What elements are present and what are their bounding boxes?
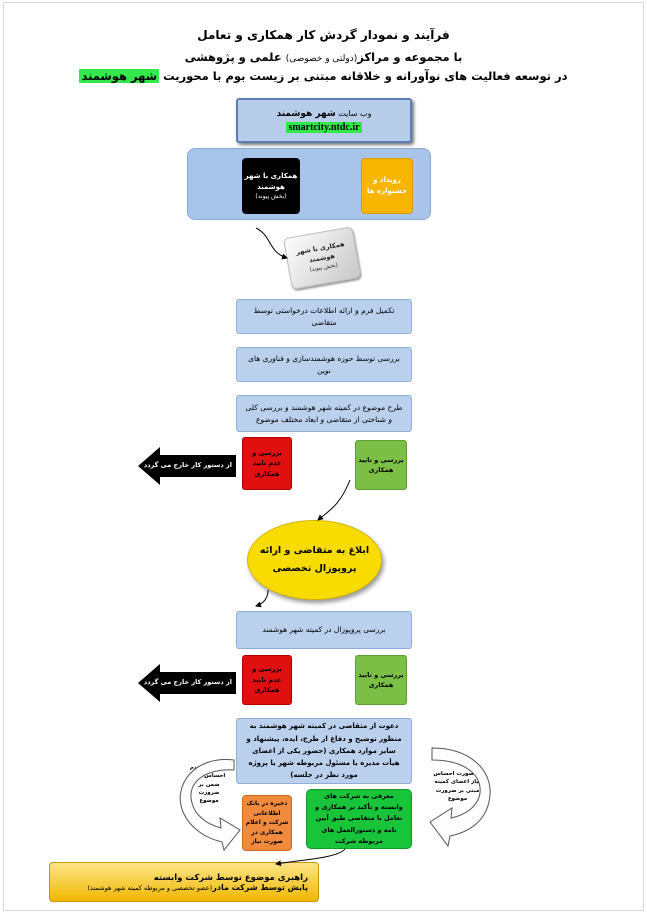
exit-arrow-2 xyxy=(138,664,236,702)
connector-to-card xyxy=(255,227,288,260)
side-right-text: در صورت احساس نیاز اعضای کمیته مبنی بر ض… xyxy=(433,771,482,802)
step-fill-form-text: تکمیل فرم و ارائه اطلاعات درخواستی توسط … xyxy=(253,305,395,327)
events-label: رویداد و جشنواره ها xyxy=(367,175,407,195)
reject-box-1: بررسی و عدم تایید همکاری xyxy=(242,437,292,490)
exit-label-2: از دستور کار خارج می گردد xyxy=(143,678,232,686)
step-invite: دعوت از متقاضی در کمیته شهر هوشمند به من… xyxy=(236,718,412,784)
collab-title: همکاری با شهر هوشمند xyxy=(244,172,298,191)
proposal-ellipse-text: ابلاغ به متقاضی و ارائه پروپوزال تخصصی xyxy=(259,544,370,574)
connector-to-final xyxy=(275,848,346,867)
left-curved-arrow xyxy=(179,758,241,852)
collab-sub: (بخش پیوند) xyxy=(255,193,287,200)
exit-arrow-1 xyxy=(138,447,236,485)
page-title: فرآیند و نمودار گردش کار همکاری و تعامل xyxy=(197,28,450,42)
page-frame xyxy=(3,2,644,911)
final-line1: راهبری موضوع توسط شرکت وابسته xyxy=(153,872,308,883)
website-label-pre: وب سایت xyxy=(335,108,372,118)
step-fill-form: تکمیل فرم و ارائه اطلاعات درخواستی توسط … xyxy=(236,299,412,334)
reject-box-1-text: بررسی و عدم تایید همکاری xyxy=(252,448,282,478)
step-review-department: بررسی توسط حوزه هوشمندسازی و فناوری های … xyxy=(236,347,412,382)
subtitle-part: علمی و پژوهشی xyxy=(184,50,286,64)
subtitle-highlight: شهر هوشمند xyxy=(79,69,160,83)
page-subtitle-line2: با مجموعه و مراکز(دولتی و خصوصی) علمی و … xyxy=(0,50,647,64)
approve-box-1: بررسی و تایید همکاری xyxy=(355,440,407,490)
proposal-ellipse: ابلاغ به متقاضی و ارائه پروپوزال تخصصی xyxy=(247,520,382,600)
final-box: راهبری موضوع توسط شرکت وابسته پایش توسط … xyxy=(49,862,319,902)
intro-box: معرفی به شرکت های وابسته و تأکید بر همکا… xyxy=(306,789,412,849)
website-url[interactable]: smartcity.ntdc.ir xyxy=(286,121,362,133)
step-review-department-text: بررسی توسط حوزه هوشمندسازی و فناوری های … xyxy=(248,353,400,375)
website-box: وب سایت شهر هوشمند smartcity.ntdc.ir xyxy=(236,98,412,143)
final-line2: پایش توسط شرکت مادر(عضو تخصصی و مربوطه ک… xyxy=(88,883,309,892)
connector-to-review xyxy=(255,589,269,608)
page-subtitle-line3: در توسعه فعالیت های نوآورانه و خلاقانه م… xyxy=(0,69,647,83)
step-invite-text: دعوت از متقاضی در کمیته شهر هوشمند به من… xyxy=(246,722,402,780)
subtitle-small: (دولتی و خصوصی) xyxy=(285,54,358,64)
step-committee-review-text: طرح موضوع در کمیته شهر هوشمند و بررسی کل… xyxy=(245,402,403,424)
collab-box: همکاری با شهر هوشمند (بخش پیوند) xyxy=(242,158,300,214)
reject-box-2: بررسی و عدم تایید همکاری xyxy=(242,655,292,705)
approve-box-2-text: بررسی و تایید همکاری xyxy=(358,670,404,689)
subtitle-part: با مجموعه و مراکز xyxy=(357,50,463,64)
step-proposal-review-text: بررسی پروپوزال در کمیته شهر هوشمند xyxy=(262,625,386,634)
step-committee-review: طرح موضوع در کمیته شهر هوشمند و بررسی کل… xyxy=(236,395,412,432)
website-label: وب سایت شهر هوشمند xyxy=(277,109,372,119)
reject-box-2-text: بررسی و عدم تایید همکاری xyxy=(252,665,282,695)
store-box-text: ذخیره در بانک اطلاعاتی شرکت و اعلام همکا… xyxy=(245,800,289,846)
events-box: رویداد و جشنواره ها xyxy=(361,158,413,214)
approve-box-2: بررسی و تایید همکاری xyxy=(355,655,407,705)
subtitle-part: در توسعه فعالیت های نوآورانه و خلاقانه م… xyxy=(159,69,568,83)
store-box: ذخیره در بانک اطلاعاتی شرکت و اعلام همکا… xyxy=(242,795,292,851)
right-curved-arrow xyxy=(429,747,491,848)
step-proposal-review: بررسی پروپوزال در کمیته شهر هوشمند xyxy=(236,611,412,649)
final-line2-pre: پایش توسط شرکت مادر xyxy=(212,882,308,892)
website-label-bold: شهر هوشمند xyxy=(276,108,336,119)
approve-box-1-text: بررسی و تایید همکاری xyxy=(358,455,404,474)
connector-to-ellipse xyxy=(317,479,351,521)
exit-label-1: از دستور کار خارج می گردد xyxy=(143,461,232,469)
intro-box-text: معرفی به شرکت های وابسته و تأکید بر همکا… xyxy=(315,792,403,845)
final-line2-small: (عضو تخصصی و مربوطه کمیته شهر هوشمند) xyxy=(87,883,213,892)
